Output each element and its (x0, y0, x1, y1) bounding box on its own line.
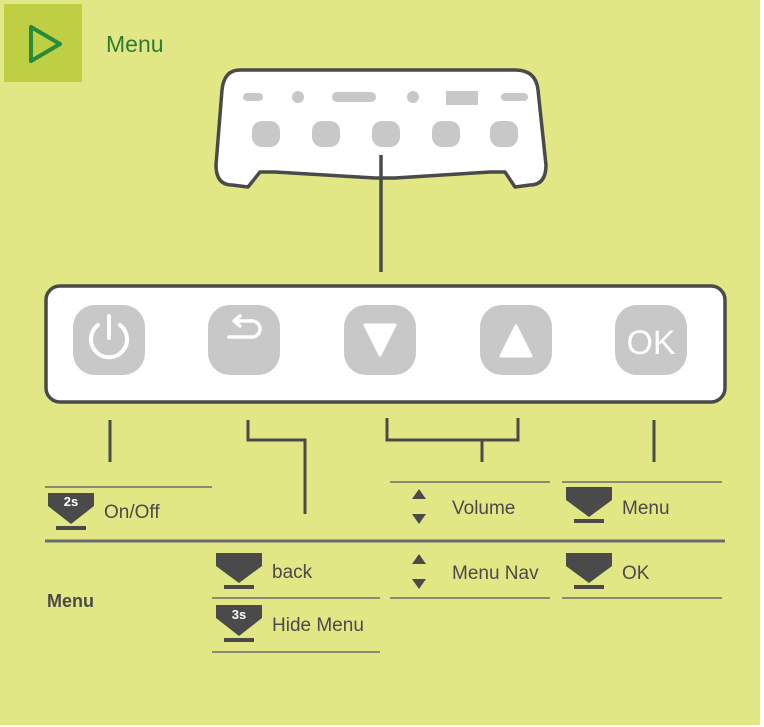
press-hold-3s-icon: 3s (216, 605, 262, 642)
menu-mode-heading: Menu (47, 591, 94, 611)
ok-button[interactable]: OK (615, 305, 687, 375)
menu-nav-label: Menu Nav (452, 563, 539, 584)
play-icon-box (4, 4, 82, 82)
on-off-label: On/Off (104, 502, 160, 523)
up-down-arrows-icon (412, 554, 426, 589)
keypad: OK (44, 284, 727, 404)
device-led (407, 91, 419, 103)
press-hold-2s-icon: 2s (48, 493, 94, 530)
device-key (490, 121, 518, 147)
menu-label: Menu (622, 498, 670, 519)
device-key (432, 121, 460, 147)
device-illustration (214, 68, 548, 189)
triangle-down-icon (363, 323, 397, 357)
hide-menu-label: Hide Menu (272, 615, 364, 636)
device-port (446, 91, 478, 105)
triangle-up-icon (499, 324, 533, 358)
press-icon (216, 553, 262, 589)
page-title: Menu (106, 31, 164, 57)
press-icon (566, 553, 612, 589)
device-led (292, 91, 304, 103)
device-key (312, 121, 340, 147)
ok-icon: OK (626, 324, 675, 362)
device-slot (243, 93, 263, 101)
volume-label: Volume (452, 498, 516, 519)
power-icon (89, 314, 129, 360)
down-button[interactable] (344, 305, 416, 375)
legend-separators (45, 481, 725, 653)
press-icon (566, 487, 612, 523)
device-key (372, 121, 400, 147)
play-icon (29, 25, 62, 63)
device-slot (501, 93, 528, 101)
back-arrow-icon (227, 314, 262, 339)
device-key (252, 121, 280, 147)
back-label: back (272, 562, 313, 583)
device-slot (332, 92, 376, 102)
callout-lines (108, 418, 656, 514)
svg-text:2s: 2s (64, 494, 78, 509)
up-button[interactable] (480, 305, 552, 375)
ok-label: OK (622, 563, 650, 584)
back-button[interactable] (208, 305, 280, 375)
power-button[interactable] (73, 305, 145, 375)
svg-text:3s: 3s (232, 607, 246, 622)
up-down-arrows-icon (412, 489, 426, 524)
